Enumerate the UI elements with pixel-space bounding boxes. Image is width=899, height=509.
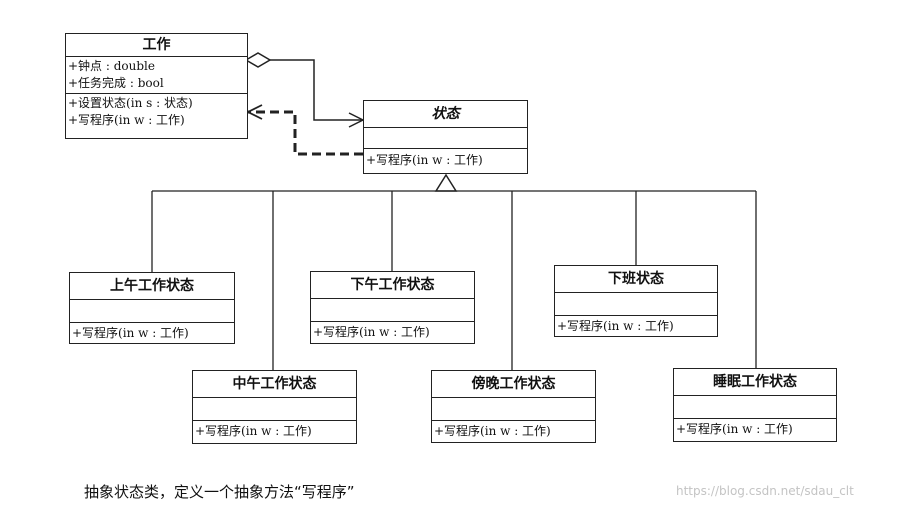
class-morning-state-name: 上午工作状态 xyxy=(70,273,234,300)
class-sleep-state: 睡眠工作状态 +写程序(in w : 工作) xyxy=(673,368,837,442)
class-sleep-state-operation: +写程序(in w : 工作) xyxy=(676,422,793,436)
aggregation-line xyxy=(270,59,363,121)
class-morning-state-operation: +写程序(in w : 工作) xyxy=(72,326,189,340)
class-work-attribute: +任务完成 : bool xyxy=(68,76,164,90)
class-state: 状态 +写程序(in w : 工作) xyxy=(363,100,528,174)
class-noon-state-name: 中午工作状态 xyxy=(193,371,356,398)
class-noon-state-operation: +写程序(in w : 工作) xyxy=(195,424,312,438)
dependency-arrowhead xyxy=(245,104,263,120)
class-evening-state-operation: +写程序(in w : 工作) xyxy=(434,424,551,438)
class-noon-state: 中午工作状态 +写程序(in w : 工作) xyxy=(192,370,357,444)
class-state-operation: +写程序(in w : 工作) xyxy=(366,153,483,167)
class-offwork-state-attributes xyxy=(555,293,717,316)
class-work-operation: +设置状态(in s : 状态) xyxy=(68,96,193,110)
class-work-operations: +设置状态(in s : 状态) +写程序(in w : 工作) xyxy=(66,94,247,130)
class-work-operation: +写程序(in w : 工作) xyxy=(68,113,185,127)
class-evening-state-name: 傍晚工作状态 xyxy=(432,371,595,398)
aggregation-diamond xyxy=(244,52,272,68)
dependency-line xyxy=(248,110,363,156)
class-noon-state-attributes xyxy=(193,398,356,421)
class-offwork-state-name: 下班状态 xyxy=(555,266,717,293)
class-evening-state-attributes xyxy=(432,398,595,421)
class-afternoon-state-name: 下午工作状态 xyxy=(311,272,474,299)
class-morning-state-attributes xyxy=(70,300,234,323)
class-state-attributes xyxy=(364,128,527,149)
diagram-caption: 抽象状态类，定义一个抽象方法“写程序” xyxy=(84,483,355,501)
class-sleep-state-name: 睡眠工作状态 xyxy=(674,369,836,396)
class-work-name: 工作 xyxy=(66,34,247,57)
class-sleep-state-attributes xyxy=(674,396,836,419)
class-afternoon-state: 下午工作状态 +写程序(in w : 工作) xyxy=(310,271,475,344)
class-state-name: 状态 xyxy=(364,101,527,128)
generalization-triangle xyxy=(434,173,458,192)
class-work: 工作 +钟点 : double +任务完成 : bool +设置状态(in s … xyxy=(65,33,248,139)
class-afternoon-state-operation: +写程序(in w : 工作) xyxy=(313,325,430,339)
class-work-attributes: +钟点 : double +任务完成 : bool xyxy=(66,57,247,94)
class-offwork-state: 下班状态 +写程序(in w : 工作) xyxy=(554,265,718,337)
class-evening-state: 傍晚工作状态 +写程序(in w : 工作) xyxy=(431,370,596,443)
class-morning-state: 上午工作状态 +写程序(in w : 工作) xyxy=(69,272,235,344)
class-work-attribute: +钟点 : double xyxy=(68,59,155,73)
class-offwork-state-operation: +写程序(in w : 工作) xyxy=(557,319,674,333)
class-afternoon-state-attributes xyxy=(311,299,474,322)
watermark: https://blog.csdn.net/sdau_clt xyxy=(676,484,854,498)
